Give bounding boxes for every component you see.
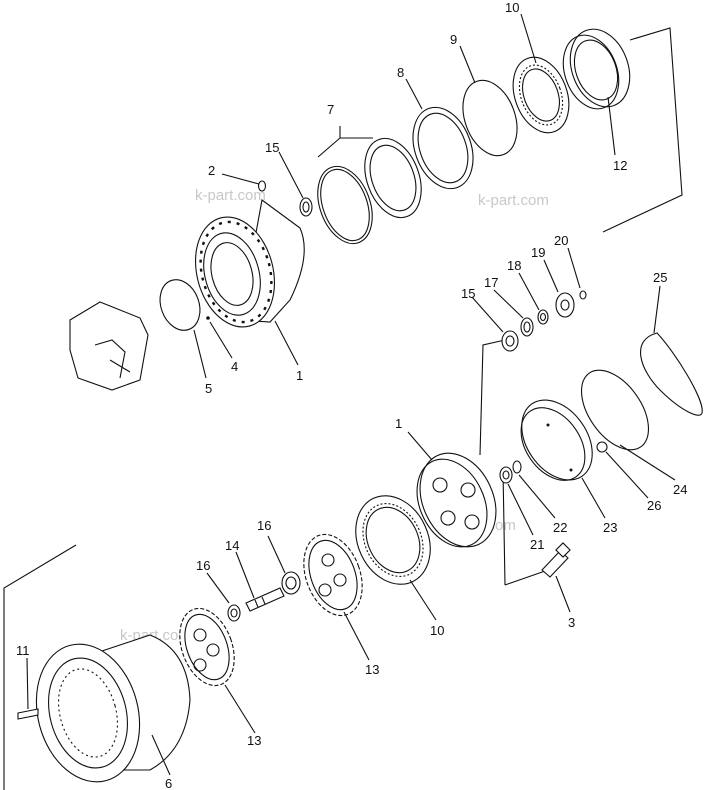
label-11: 11	[16, 643, 30, 658]
part-10-bearing-top	[512, 56, 570, 134]
label-26: 26	[647, 498, 661, 513]
label-3: 3	[568, 615, 575, 630]
label-1-mid: 1	[395, 416, 402, 431]
part-26-plug	[596, 441, 608, 453]
part-14-shaft	[245, 587, 285, 612]
part-17-collar	[520, 317, 534, 337]
part-13-gear-lower	[179, 607, 235, 687]
label-1-top: 1	[296, 368, 303, 383]
part-7-floating-seal	[317, 137, 422, 245]
label-24: 24	[673, 482, 687, 497]
part-labels: 10 9 8 7 15 2 12 1 4 5 25 20 19 18 17 15…	[16, 0, 687, 790]
label-25: 25	[653, 270, 667, 285]
part-1-hub-top	[194, 199, 305, 328]
part-8-seal-ring	[412, 106, 474, 190]
label-14: 14	[225, 538, 239, 553]
part-10-bearing-mid	[355, 495, 431, 585]
label-19: 19	[531, 245, 545, 260]
part-16-bearing-right	[281, 571, 301, 595]
part-18-washer	[537, 309, 549, 325]
part-20-snap-ring	[579, 290, 587, 300]
leader-lines	[26, 13, 676, 776]
label-13-mid: 13	[365, 662, 379, 677]
label-15-mid: 15	[461, 286, 475, 301]
part-19-gear	[555, 292, 575, 318]
part-24-o-ring	[580, 369, 650, 451]
guide-line-6	[3, 544, 77, 790]
label-2: 2	[208, 163, 215, 178]
guide-line-12	[602, 27, 683, 233]
part-13-gear-mid	[303, 533, 363, 617]
motor-body	[69, 301, 149, 391]
part-21-bearing	[499, 466, 513, 484]
label-17: 17	[484, 275, 498, 290]
label-6: 6	[165, 776, 172, 790]
part-12-outer-ring	[562, 28, 631, 110]
label-4: 4	[231, 359, 238, 374]
guide-lines	[3, 27, 683, 790]
part-4-pin	[206, 316, 210, 320]
label-23: 23	[603, 520, 617, 535]
watermark-1: k-part.com	[195, 187, 266, 204]
part-15-bearing-mid	[501, 330, 519, 352]
part-6-housing	[35, 634, 191, 783]
part-25-snap-ring	[640, 332, 703, 416]
label-16-left: 16	[196, 558, 210, 573]
guide-line-21	[502, 469, 506, 586]
label-13-lower: 13	[247, 733, 261, 748]
label-15-top: 15	[265, 140, 279, 155]
label-21: 21	[530, 537, 544, 552]
part-23-cover	[520, 399, 593, 481]
part-3-bolt	[541, 542, 571, 578]
part-5-o-ring	[159, 279, 201, 331]
part-16-bearing-left	[227, 604, 241, 622]
part-15-bearing-top	[299, 197, 313, 217]
label-22: 22	[553, 520, 567, 535]
guide-line-1	[479, 339, 506, 456]
label-16-right: 16	[257, 518, 271, 533]
part-9-o-ring	[462, 79, 518, 157]
label-8: 8	[397, 65, 404, 80]
label-9: 9	[450, 32, 457, 47]
label-10-top: 10	[505, 0, 519, 15]
part-2-plug	[257, 180, 267, 192]
label-7: 7	[327, 102, 334, 117]
label-18: 18	[507, 258, 521, 273]
watermark-2: k-part.com	[478, 192, 549, 209]
label-20: 20	[554, 233, 568, 248]
label-12: 12	[613, 158, 627, 173]
part-22-washer	[512, 460, 522, 474]
guide-line-3	[504, 569, 549, 586]
part-11-pin	[17, 708, 39, 720]
label-10-mid: 10	[430, 623, 444, 638]
label-5: 5	[205, 381, 212, 396]
part-1-carrier	[416, 452, 497, 548]
